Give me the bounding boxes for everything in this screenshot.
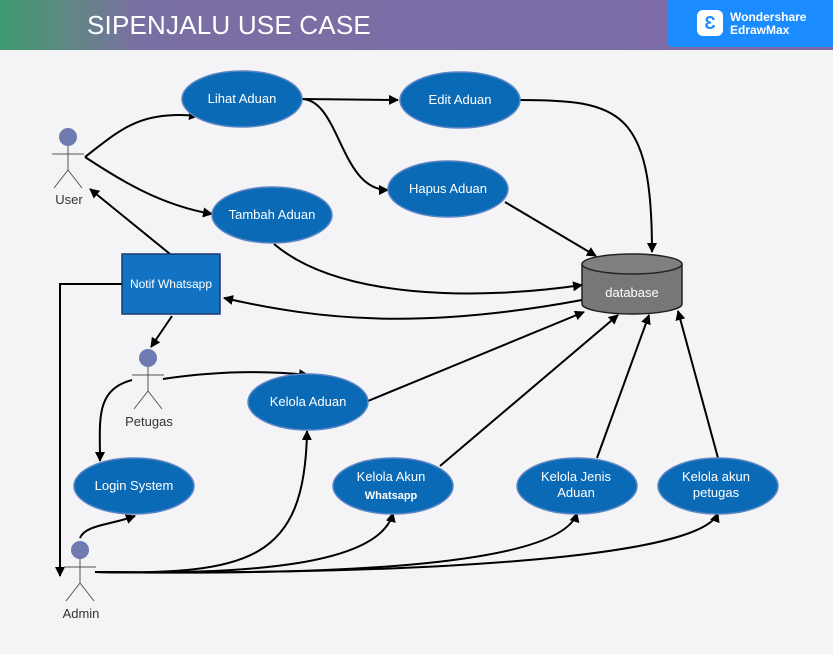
edge-db-notif <box>223 295 583 320</box>
edrawmax-logo-icon: Ɛ <box>697 10 723 36</box>
usecase-label: Hapus Aduan <box>409 181 487 196</box>
usecase-tambah-aduan[interactable]: Tambah Aduan <box>211 186 333 244</box>
actor-head-icon <box>139 349 157 367</box>
edrawmax-badge[interactable]: Ɛ Wondershare EdrawMax <box>667 0 833 47</box>
page-title: SIPENJALU USE CASE <box>87 10 371 40</box>
use-cases: Lihat Aduan Edit Aduan Hapus Aduan Tamba… <box>73 70 779 515</box>
edge-tambah-db <box>273 243 583 295</box>
database-cylinder[interactable]: database <box>581 253 683 315</box>
usecase-label-line2: Whatsapp <box>365 490 418 502</box>
usecase-label-line1: Kelola akun <box>682 469 750 484</box>
edge-notif-user <box>89 188 171 255</box>
usecase-label-line2: Aduan <box>557 485 595 500</box>
usecase-label: Edit Aduan <box>429 92 492 107</box>
usecase-kelola-akun-whatsapp[interactable]: Kelola Akun Whatsapp <box>332 457 454 515</box>
usecase-label-line2: petugas <box>693 485 740 500</box>
edge-notif-admin <box>55 283 122 577</box>
actor-label: Petugas <box>125 414 173 429</box>
edge-akunwa-db <box>439 314 619 467</box>
actor-label: User <box>55 192 83 207</box>
usecase-label: Kelola Aduan <box>270 394 347 409</box>
edge-petugasacc-db <box>675 310 719 459</box>
usecase-login-system[interactable]: Login System <box>73 457 195 515</box>
connectors <box>55 94 720 577</box>
edge-user-lihat <box>84 110 199 158</box>
edge-petugas-login <box>94 379 133 462</box>
usecase-label: Login System <box>95 478 174 493</box>
header-bar: SIPENJALU USE CASE Ɛ Wondershare EdrawMa… <box>0 0 833 50</box>
edge-petugas-kelola <box>162 369 309 380</box>
usecase-label-line1: Kelola Jenis <box>541 469 612 484</box>
usecase-kelola-jenis-aduan[interactable]: Kelola Jenis Aduan <box>516 457 638 515</box>
usecase-edit-aduan[interactable]: Edit Aduan <box>399 71 521 129</box>
actor-head-icon <box>71 541 89 559</box>
database-label: database <box>605 285 659 300</box>
actor-user[interactable]: User <box>52 128 84 207</box>
edge-lihat-edit <box>301 94 399 105</box>
edge-kelola-db <box>367 310 585 402</box>
edge-edit-db <box>519 99 657 253</box>
usecase-kelola-akun-petugas[interactable]: Kelola akun petugas <box>657 457 779 515</box>
notif-whatsapp-box[interactable]: Notif Whatsapp <box>121 253 221 315</box>
actor-petugas[interactable]: Petugas <box>125 349 173 429</box>
edge-notif-petugas <box>150 315 173 348</box>
actor-label: Admin <box>63 606 100 621</box>
actor-head-icon <box>59 128 77 146</box>
edge-jenis-db <box>596 314 651 459</box>
usecase-label-line1: Kelola Akun <box>357 469 426 484</box>
usecase-hapus-aduan[interactable]: Hapus Aduan <box>387 160 509 218</box>
usecase-lihat-aduan[interactable]: Lihat Aduan <box>181 70 303 128</box>
notif-label: Notif Whatsapp <box>130 277 212 291</box>
edge-admin-jenis <box>94 512 580 574</box>
actor-admin[interactable]: Admin <box>63 541 100 621</box>
use-case-diagram: Lihat Aduan Edit Aduan Hapus Aduan Tamba… <box>52 70 779 621</box>
brand-name-line2: EdrawMax <box>730 23 790 37</box>
edge-admin-petugasacc <box>94 512 720 574</box>
edge-hapus-db <box>504 201 597 257</box>
edge-admin-akunwa <box>94 512 396 574</box>
brand-name-line1: Wondershare <box>730 10 807 24</box>
usecase-label: Lihat Aduan <box>208 91 277 106</box>
edge-user-tambah <box>84 156 213 218</box>
edge-lihat-hapus <box>301 98 389 195</box>
edge-admin-login <box>79 514 136 539</box>
usecase-kelola-aduan[interactable]: Kelola Aduan <box>247 373 369 431</box>
usecase-label: Tambah Aduan <box>229 207 316 222</box>
